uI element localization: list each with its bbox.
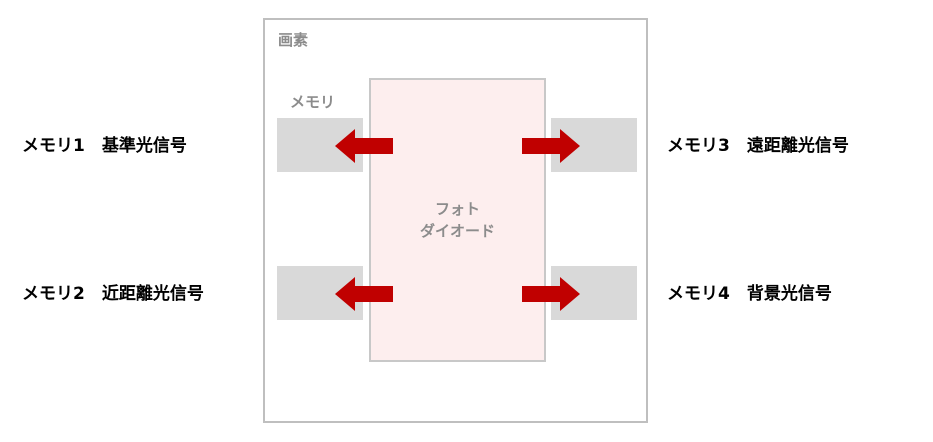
memory-label: メモリ	[290, 93, 336, 111]
memory-2-label: メモリ2 近距離光信号	[22, 284, 204, 304]
arrow-to-memory-3	[522, 129, 580, 163]
memory-4-label: メモリ4 背景光信号	[667, 284, 832, 304]
pixel-label: 画素	[278, 31, 309, 49]
photodiode-label-line2: ダイオード	[419, 222, 495, 240]
memory-3-label: メモリ3 遠距離光信号	[667, 136, 849, 156]
arrow-to-memory-1	[335, 129, 393, 163]
arrow-to-memory-2	[335, 277, 393, 311]
arrow-to-memory-4	[522, 277, 580, 311]
memory-1-label: メモリ1 基準光信号	[22, 136, 187, 156]
photodiode-label: フォト ダイオード	[369, 198, 546, 242]
photodiode-label-line1: フォト	[434, 200, 480, 218]
photodiode-block	[369, 78, 546, 362]
